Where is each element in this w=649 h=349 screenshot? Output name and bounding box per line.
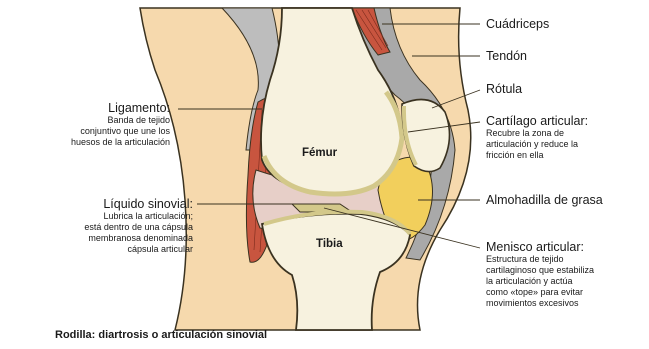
cuadriceps-label: Cuádriceps [486, 17, 549, 31]
ligamento-desc-2: conjuntivo que une los [71, 126, 170, 137]
liquido-desc-2: está dentro de una cápsula [84, 222, 193, 233]
ligamento-desc-1: Banda de tejido [71, 115, 170, 126]
liquido-desc-3: membranosa denominada [84, 233, 193, 244]
cartilago-desc-2: articulación y reduce la [486, 139, 588, 150]
menisco-desc-1: Estructura de tejido [486, 254, 594, 265]
femur-label: Fémur [302, 147, 337, 159]
ligamento-desc-3: huesos de la articulación [71, 137, 170, 148]
cartilago-block: Cartílago articular: Recubre la zona de … [486, 114, 588, 161]
menisco-title: Menisco articular: [486, 240, 594, 254]
liquido-desc-4: cápsula articular [84, 244, 193, 255]
cartilago-title: Cartílago articular: [486, 114, 588, 128]
menisco-desc-5: movimientos excesivos [486, 298, 594, 309]
almohadilla-label: Almohadilla de grasa [486, 193, 603, 207]
menisco-desc-4: como «tope» para evitar [486, 287, 594, 298]
liquido-block: Líquido sinovial: Lubrica la articulació… [84, 197, 193, 255]
menisco-desc-2: cartilaginoso que estabiliza [486, 265, 594, 276]
diagram-caption: Rodilla: diartrosis o articulación sinov… [55, 329, 267, 341]
liquido-title: Líquido sinovial: [84, 197, 193, 211]
rotula-label: Rótula [486, 82, 522, 96]
cartilago-desc-3: fricción en ella [486, 150, 588, 161]
ligamento-block: Ligamento: Banda de tejido conjuntivo qu… [71, 101, 170, 148]
liquido-desc-1: Lubrica la articulación; [84, 211, 193, 222]
tendon-label: Tendón [486, 49, 527, 63]
menisco-block: Menisco articular: Estructura de tejido … [486, 240, 594, 309]
tibia-label: Tibia [316, 238, 343, 250]
cartilago-desc-1: Recubre la zona de [486, 128, 588, 139]
ligamento-title: Ligamento: [71, 101, 170, 115]
menisco-desc-3: la articulación y actúa [486, 276, 594, 287]
